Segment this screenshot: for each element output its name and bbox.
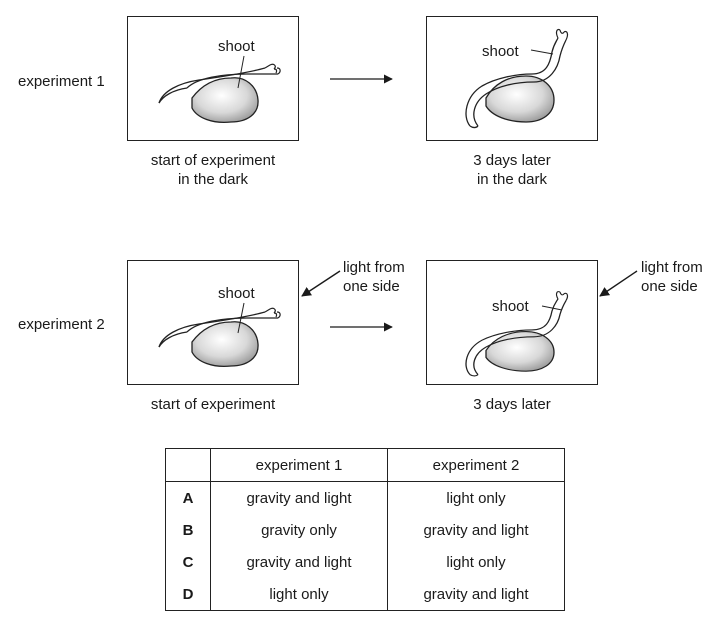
option-exp2: light only [387, 481, 565, 514]
option-exp1: gravity only [210, 514, 388, 546]
light-label-1-line1: light from [343, 259, 405, 276]
caption-start-line2: in the dark [177, 171, 249, 188]
seedling-end [465, 28, 569, 129]
table-row: A gravity and light light only [165, 481, 565, 514]
table-header-cell: experiment 2 [387, 448, 565, 482]
option-letter: A [165, 481, 211, 514]
option-letter: B [165, 514, 211, 546]
option-exp1: gravity and light [210, 481, 388, 514]
caption-start: start of experiment [150, 396, 276, 413]
option-letter: D [165, 578, 211, 611]
option-exp2: light only [387, 546, 565, 578]
table-header-cell [165, 448, 211, 482]
experiment-2-label: experiment 2 [18, 316, 105, 333]
shoot-label: shoot [482, 43, 519, 60]
leader-line [237, 55, 245, 89]
option-exp2: gravity and light [387, 514, 565, 546]
light-arrow-icon [301, 270, 341, 297]
table-header-row: experiment 1 experiment 2 [165, 448, 565, 482]
seedling-start [158, 307, 281, 368]
table-row: C gravity and light light only [165, 546, 565, 578]
leader-line [541, 305, 563, 311]
leader-line [530, 49, 554, 55]
shoot-label: shoot [218, 38, 255, 55]
caption-end: 3 days later [473, 396, 551, 413]
option-exp1: gravity and light [210, 546, 388, 578]
caption-start-line1: start of experiment [150, 152, 276, 169]
seedling-start [158, 63, 281, 124]
light-arrow-icon [599, 270, 638, 297]
table-header-cell: experiment 1 [210, 448, 388, 482]
shoot-label: shoot [218, 285, 255, 302]
option-exp2: gravity and light [387, 578, 565, 611]
seedling-end [465, 290, 569, 377]
shoot-label: shoot [492, 298, 529, 315]
experiment-1-label: experiment 1 [18, 73, 105, 90]
option-exp1: light only [210, 578, 388, 611]
light-label-1-line2: one side [343, 278, 400, 295]
leader-line [237, 302, 245, 334]
light-label-2-line2: one side [641, 278, 698, 295]
light-label-2-line1: light from [641, 259, 703, 276]
table-row: B gravity only gravity and light [165, 514, 565, 546]
option-letter: C [165, 546, 211, 578]
caption-end-line1: 3 days later [473, 152, 551, 169]
caption-end-line2: in the dark [476, 171, 548, 188]
table-row: D light only gravity and light [165, 578, 565, 611]
answer-table: experiment 1 experiment 2 A gravity and … [165, 448, 565, 611]
